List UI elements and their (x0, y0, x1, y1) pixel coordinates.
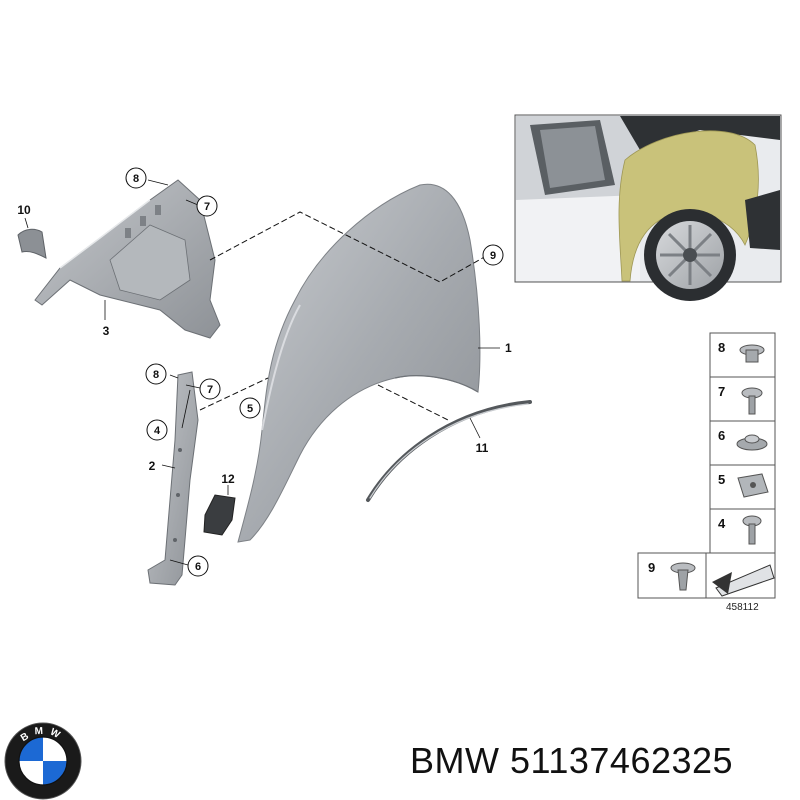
callout-7-upper: 7 (196, 195, 218, 217)
callout-6: 6 (187, 555, 209, 577)
leader-lines (199, 211, 489, 421)
bolt-icon (742, 515, 762, 545)
table-row-label: 5 (718, 472, 725, 487)
bmw-logo: BMW (4, 722, 82, 800)
callout-7-lower: 7 (199, 378, 221, 400)
brand-part-number: BMW 51137462325 (410, 740, 734, 781)
svg-text:4: 4 (154, 425, 161, 437)
rubber-buffer (203, 494, 236, 536)
callout-8-lower: 8 (145, 363, 167, 385)
label-12: 12 (221, 472, 235, 486)
catalog-number: 458112 (726, 602, 759, 613)
svg-text:6: 6 (195, 561, 201, 573)
nut-icon (736, 434, 768, 451)
label-11: 11 (476, 441, 489, 455)
wheel-arch-trim (366, 400, 532, 502)
svg-text:5: 5 (247, 403, 253, 415)
table-row-label: 8 (718, 340, 725, 355)
svg-text:7: 7 (207, 384, 213, 396)
table-row-label: 4 (718, 516, 726, 531)
upper-bracket (34, 179, 221, 339)
svg-text:7: 7 (204, 201, 210, 213)
table-row-label: 6 (718, 428, 725, 443)
table-row-label: 9 (648, 560, 655, 575)
solid-leaders (24, 179, 500, 566)
small-trim-piece (17, 228, 47, 259)
vertical-bracket (147, 371, 199, 586)
screw-icon (741, 387, 763, 415)
svg-text:9: 9 (490, 250, 496, 262)
svg-text:8: 8 (153, 369, 159, 381)
rear-fender-panel (237, 183, 481, 543)
label-10: 10 (17, 203, 31, 217)
callout-8-upper: 8 (125, 167, 147, 189)
label-2: 2 (149, 459, 156, 473)
expanding-rivet-icon (670, 562, 696, 591)
table-row-label: 7 (718, 384, 725, 399)
plastic-rivet-icon (739, 344, 765, 363)
label-3: 3 (103, 324, 110, 338)
callout-9: 9 (482, 244, 504, 266)
svg-text:8: 8 (133, 173, 139, 185)
callout-5: 5 (239, 397, 261, 419)
callout-4: 4 (146, 419, 168, 441)
car-location-photo (514, 114, 782, 301)
clip-nut-icon (737, 473, 769, 498)
assembly-arrow-icon (712, 564, 775, 597)
fastener-table: 8 7 6 5 4 9 (637, 332, 776, 613)
label-1: 1 (505, 341, 512, 355)
